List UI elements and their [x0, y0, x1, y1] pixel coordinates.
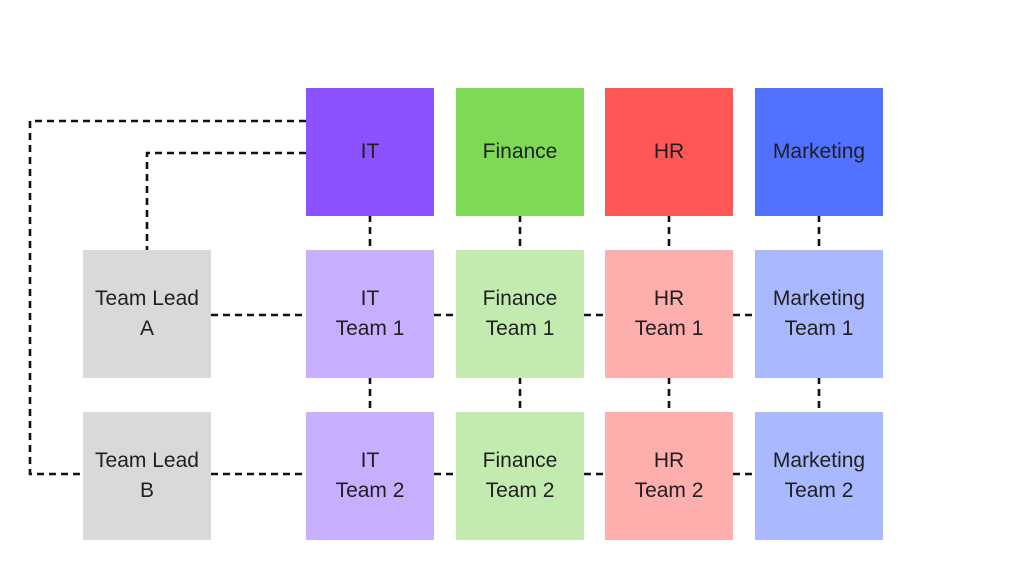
it-team-2: IT Team 2	[306, 412, 434, 540]
header-marketing: Marketing	[755, 88, 883, 216]
connector-it-to-lead-a	[145, 151, 306, 250]
hr-team-1: HR Team 1	[605, 250, 733, 378]
marketing-team-1-line1: Marketing	[772, 286, 866, 310]
it-team-1: IT Team 1	[306, 250, 434, 378]
it-team-1-line1: IT	[360, 286, 380, 310]
finance-team-1-line2: Team 1	[485, 317, 555, 340]
header-finance-label: Finance	[482, 139, 558, 163]
header-marketing-label: Marketing	[772, 139, 866, 163]
hr-team-2-line2: Team 2	[634, 479, 704, 502]
finance-team-2-line2: Team 2	[485, 479, 555, 502]
team-lead-b: Team Lead B	[83, 412, 211, 540]
team-lead-b-line1: Team Lead	[95, 448, 199, 472]
finance-team-2: Finance Team 2	[456, 412, 584, 540]
marketing-team-1-line2: Team 1	[784, 317, 854, 340]
marketing-team-2-line1: Marketing	[772, 448, 866, 472]
marketing-team-2: Marketing Team 2	[755, 412, 883, 540]
it-team-2-line1: IT	[360, 448, 380, 472]
it-team-2-line2: Team 2	[335, 479, 405, 502]
hr-team-1-line1: HR	[653, 286, 685, 310]
team-lead-a-line2: A	[139, 317, 154, 340]
it-team-1-line2: Team 1	[335, 317, 405, 340]
hr-team-2-line1: HR	[653, 448, 685, 472]
team-lead-a: Team Lead A	[83, 250, 211, 378]
hr-team-2: HR Team 2	[605, 412, 733, 540]
header-hr-label: HR	[653, 139, 685, 163]
connector-it-to-lead-b	[28, 119, 306, 476]
header-hr: HR	[605, 88, 733, 216]
header-it: IT	[306, 88, 434, 216]
marketing-team-2-line2: Team 2	[784, 479, 854, 502]
team-lead-a-line1: Team Lead	[95, 286, 199, 310]
finance-team-1-line1: Finance	[482, 286, 558, 310]
hr-team-1-line2: Team 1	[634, 317, 704, 340]
team-lead-b-line2: B	[139, 479, 154, 502]
header-finance: Finance	[456, 88, 584, 216]
finance-team-1: Finance Team 1	[456, 250, 584, 378]
marketing-team-1: Marketing Team 1	[755, 250, 883, 378]
finance-team-2-line1: Finance	[482, 448, 558, 472]
header-it-label: IT	[360, 139, 380, 163]
